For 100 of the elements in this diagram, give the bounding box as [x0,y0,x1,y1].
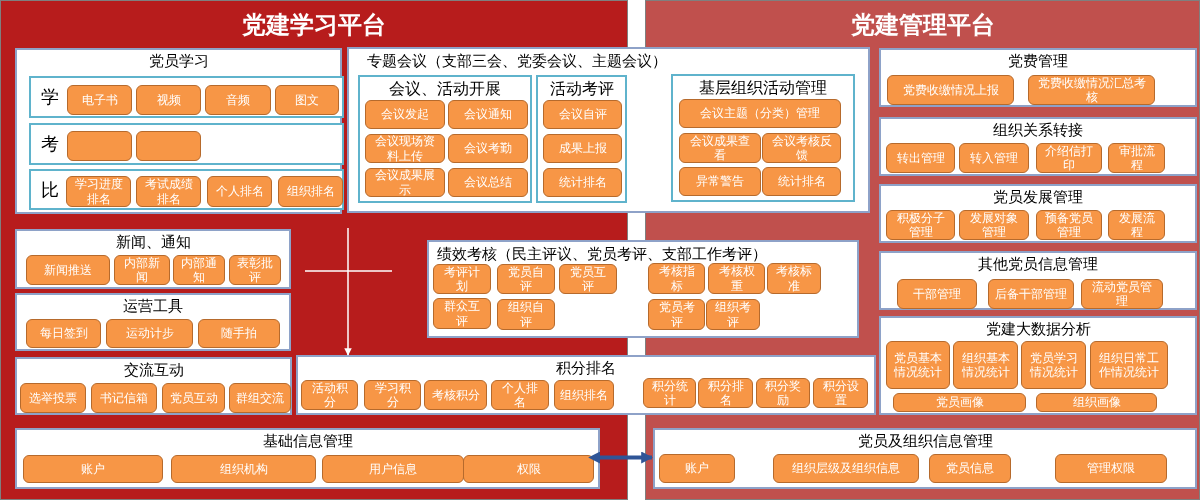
module-box: 账户 [23,455,163,483]
module-box: 会议成果展示 [365,168,445,197]
module-box: 内部通知 [173,255,225,285]
module-box: 积分设置 [813,378,868,408]
section-heading: 党员发展管理 [992,188,1084,207]
module-box: 异常警告 [679,167,761,196]
module-box: 转入管理 [959,143,1029,173]
section-heading: 运营工具 [122,297,184,316]
module-box: 每日签到 [26,319,101,348]
module-box: 组织画像 [1036,393,1157,412]
module-box: 考评计划 [433,264,491,294]
section-box [15,293,291,351]
module-box: 组织考评 [706,299,760,330]
section-heading: 党员学习 [147,52,210,71]
section-box [15,48,342,214]
module-box: 党员自评 [497,264,555,294]
subsection-box [358,75,532,203]
module-box: 发展流程 [1108,210,1165,240]
module-box: 管理权限 [1055,454,1167,483]
module-box: 成果上报 [543,134,622,163]
module-box: 个人排名 [491,380,549,410]
category-row [29,76,344,118]
module-box: 党员基本情况统计 [886,341,950,389]
row-heading: 考 [41,132,59,156]
module-box: 随手拍 [198,319,280,348]
module-box: 积极分子管理 [886,210,955,240]
section-heading: 活动考评 [548,79,615,100]
module-box: 积分排名 [698,378,753,408]
module-box: 党费收缴情况上报 [887,75,1014,105]
section-box [879,117,1197,176]
module-box: 组织排名 [554,380,614,410]
module-box: 会议总结 [448,168,528,197]
section-heading: 基层组织活动管理 [698,78,828,99]
module-box: 预备党员管理 [1036,210,1102,240]
module-box: 群众互评 [433,298,491,329]
module-box: 会议现场资料上传 [365,134,445,163]
module-box [136,131,201,161]
section-box [15,357,292,415]
module-box: 内部新闻 [114,255,170,285]
module-box: 考核权重 [708,263,765,294]
section-box [879,184,1197,243]
section-heading: 党建大数据分析 [984,320,1092,339]
module-box: 党员互动 [162,383,225,413]
subsection-box [536,75,627,203]
row-heading: 比 [41,177,59,202]
module-box: 党费收缴情况汇总考核 [1028,75,1155,105]
section-heading: 党员及组织信息管理 [856,432,994,451]
module-box: 个人排名 [207,176,272,207]
module-box: 会议主题（分类）管理 [679,99,841,128]
section-heading: 基础信息管理 [261,432,354,451]
category-row [29,123,344,165]
section-heading: 其他党员信息管理 [977,255,1099,274]
module-box: 考试成绩排名 [136,176,201,207]
module-box: 统计排名 [762,167,841,196]
module-box: 学习进度排名 [66,176,131,207]
module-box: 账户 [659,454,735,483]
module-box: 组织排名 [278,176,343,207]
module-box: 转出管理 [886,143,955,173]
section-box [879,251,1197,310]
module-box: 组织自评 [497,299,555,330]
module-box: 会议通知 [448,100,528,129]
module-box: 会议考勤 [448,134,528,163]
module-box: 选举投票 [20,383,86,413]
module-box: 组织机构 [171,455,316,483]
module-box: 权限 [463,455,594,483]
module-box: 考核标准 [767,263,821,294]
section-heading: 积分排名 [555,359,617,378]
module-box: 会议自评 [543,100,622,129]
module-box: 会议考核反馈 [762,133,841,163]
module-box: 后备干部管理 [988,279,1074,309]
section-heading: 专题会议（支部三会、党委会议、主题会议） [367,52,667,71]
module-box: 群组交流 [229,383,291,413]
section-box [653,428,1197,489]
module-box: 音频 [205,85,271,115]
module-box: 考核指标 [648,263,705,294]
module-box: 积分统计 [643,378,696,408]
module-box: 学习积分 [364,380,421,410]
section-heading: 新闻、通知 [114,233,192,252]
module-box [67,131,132,161]
module-box: 党员信息 [929,454,1011,483]
section-heading: 会议、活动开展 [388,79,502,100]
module-box: 表彰批评 [229,255,281,285]
module-box: 统计排名 [543,168,622,197]
section-box [879,316,1197,415]
module-box: 书记信箱 [91,383,157,413]
module-box: 组织日常工作情况统计 [1090,341,1168,389]
section-box [15,428,600,489]
module-box: 新闻推送 [26,255,110,285]
module-box: 审批流程 [1108,143,1165,173]
module-box: 介绍信打印 [1036,143,1102,173]
double-arrow [588,451,654,464]
module-box: 会议成果查看 [679,133,761,163]
module-box: 发展对象管理 [959,210,1029,240]
module-box: 活动积分 [301,380,358,410]
row-heading: 学 [41,85,59,109]
module-box: 组织层级及组织信息 [773,454,919,483]
module-box: 干部管理 [897,279,977,309]
section-box [879,48,1197,107]
platform-title: 党建学习平台 [241,9,387,41]
arrow [344,227,352,356]
